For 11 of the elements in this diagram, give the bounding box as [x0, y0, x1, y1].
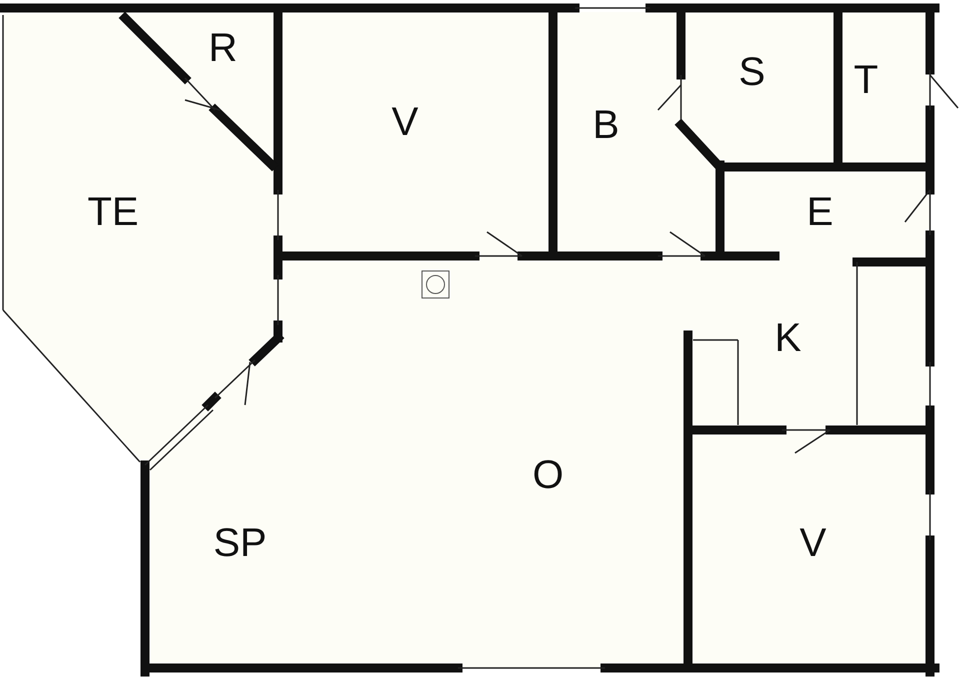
room-label: R [208, 28, 238, 68]
room-label: E [806, 192, 834, 232]
room-label: V [392, 102, 418, 142]
room-label: S [738, 52, 766, 92]
room-label: O [532, 455, 564, 495]
room-label: T [854, 60, 878, 100]
room-label: TE [87, 192, 139, 232]
room-label: V [800, 523, 826, 563]
room-label: SP [213, 523, 267, 563]
room-label: K [774, 318, 802, 358]
room-label: B [592, 105, 620, 145]
